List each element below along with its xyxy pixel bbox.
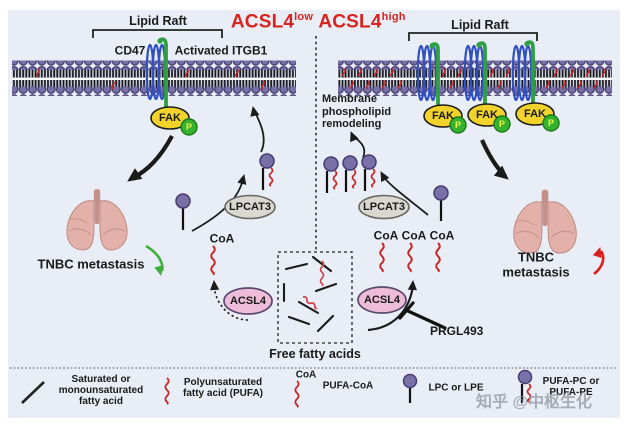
legend-label-pufa-pc-pe: PUFA-PC or PUFA-PE	[542, 375, 600, 398]
legend-label-pufa-coa: PUFA-CoA	[322, 380, 374, 392]
tnbc-up-arrow-red	[592, 245, 605, 276]
label-acsl4-right: ACSL4	[363, 293, 401, 306]
label-p-right-2: P	[498, 118, 506, 129]
legend-label-lpc-lpe: LPC or LPE	[428, 382, 484, 394]
legend-label-pufa: Polyunsaturated fatty acid (PUFA)	[182, 376, 264, 399]
label-lpcat3-left: LPCAT3	[229, 200, 271, 213]
label-cd47: CD47	[114, 43, 146, 58]
legend-label-coa: CoA	[295, 369, 317, 381]
lungs-right-icon	[513, 189, 577, 254]
tnbc-down-arrow-green	[145, 244, 166, 278]
label-lpcat3-right: LPCAT3	[363, 200, 405, 213]
free-fatty-acids-box	[277, 251, 353, 344]
legend-icons	[21, 369, 533, 408]
fak-p-badges	[150, 102, 560, 136]
label-free-fatty-acids: Free fatty acids	[269, 347, 361, 361]
itgb1-head-knob	[157, 38, 163, 44]
pufa-coa-icon	[294, 380, 300, 408]
cd47-itgb1-clusters-right	[416, 40, 535, 107]
label-lipid-raft-left: Lipid Raft	[129, 14, 187, 28]
lpc-lpe-icon	[402, 373, 418, 403]
pufa-phospholipids-right	[323, 154, 377, 193]
title-acsl4-high: ACSL4high	[318, 11, 405, 33]
label-prgl493: PRGL493	[430, 324, 484, 338]
label-p-left: P	[185, 121, 193, 132]
label-tnbc-metastasis-left: TNBC metastasis	[37, 256, 145, 272]
lungs-left-icon	[66, 188, 128, 251]
membrane-right	[338, 60, 612, 96]
lysophospholipid-left	[175, 193, 191, 230]
pufa-pc-pe-icon	[517, 369, 533, 403]
pufa-phospholipid-left	[259, 153, 275, 190]
lipid-raft-bracket-left	[92, 29, 223, 38]
title-acsl4-low-base: ACSL4	[230, 11, 295, 33]
label-activated-itgb1: Activated ITGB1	[174, 43, 268, 58]
label-fak-right-2: FAK	[476, 108, 498, 121]
enzyme-ovals	[223, 194, 410, 315]
label-tnbc-metastasis-right: TNBC metastasis	[502, 249, 570, 279]
zhihu-watermark: 知乎 @中枢生化	[476, 394, 593, 411]
label-fak-right-1: FAK	[432, 109, 454, 122]
cd47-itgb1-cluster-left	[145, 37, 168, 110]
arrows	[131, 109, 507, 332]
label-coa-right-3: CoA	[429, 228, 455, 243]
label-p-right-1: P	[454, 119, 462, 130]
pufa-icon	[164, 377, 170, 405]
label-coa-right-2: CoA	[401, 228, 427, 243]
title-acsl4-low-sup: low	[294, 11, 314, 24]
title-acsl4-low: ACSL4low	[231, 11, 313, 33]
saturated-fatty-acid-icon	[21, 381, 45, 404]
label-p-right-3: P	[547, 117, 555, 128]
legend-label-saturated: Saturated or monounsaturated fatty acid	[58, 374, 144, 408]
pufa-coa-tails	[210, 242, 441, 276]
label-fak-left: FAK	[159, 111, 181, 124]
title-acsl4-high-base: ACSL4	[318, 11, 382, 33]
label-coa-left: CoA	[209, 231, 235, 246]
label-membrane-remodeling: Membrane phospholipid remodeling	[322, 93, 392, 131]
label-fak-right-3: FAK	[524, 107, 546, 120]
label-coa-right-1: CoA	[373, 228, 399, 243]
prgl493-inhibition-tbar	[398, 301, 447, 330]
label-acsl4-left: ACSL4	[229, 294, 267, 307]
title-acsl4-high-sup: high	[381, 11, 406, 24]
lysophospholipid-right	[433, 185, 449, 221]
lipid-raft-bracket-right	[408, 32, 538, 41]
label-lipid-raft-right: Lipid Raft	[451, 18, 509, 32]
